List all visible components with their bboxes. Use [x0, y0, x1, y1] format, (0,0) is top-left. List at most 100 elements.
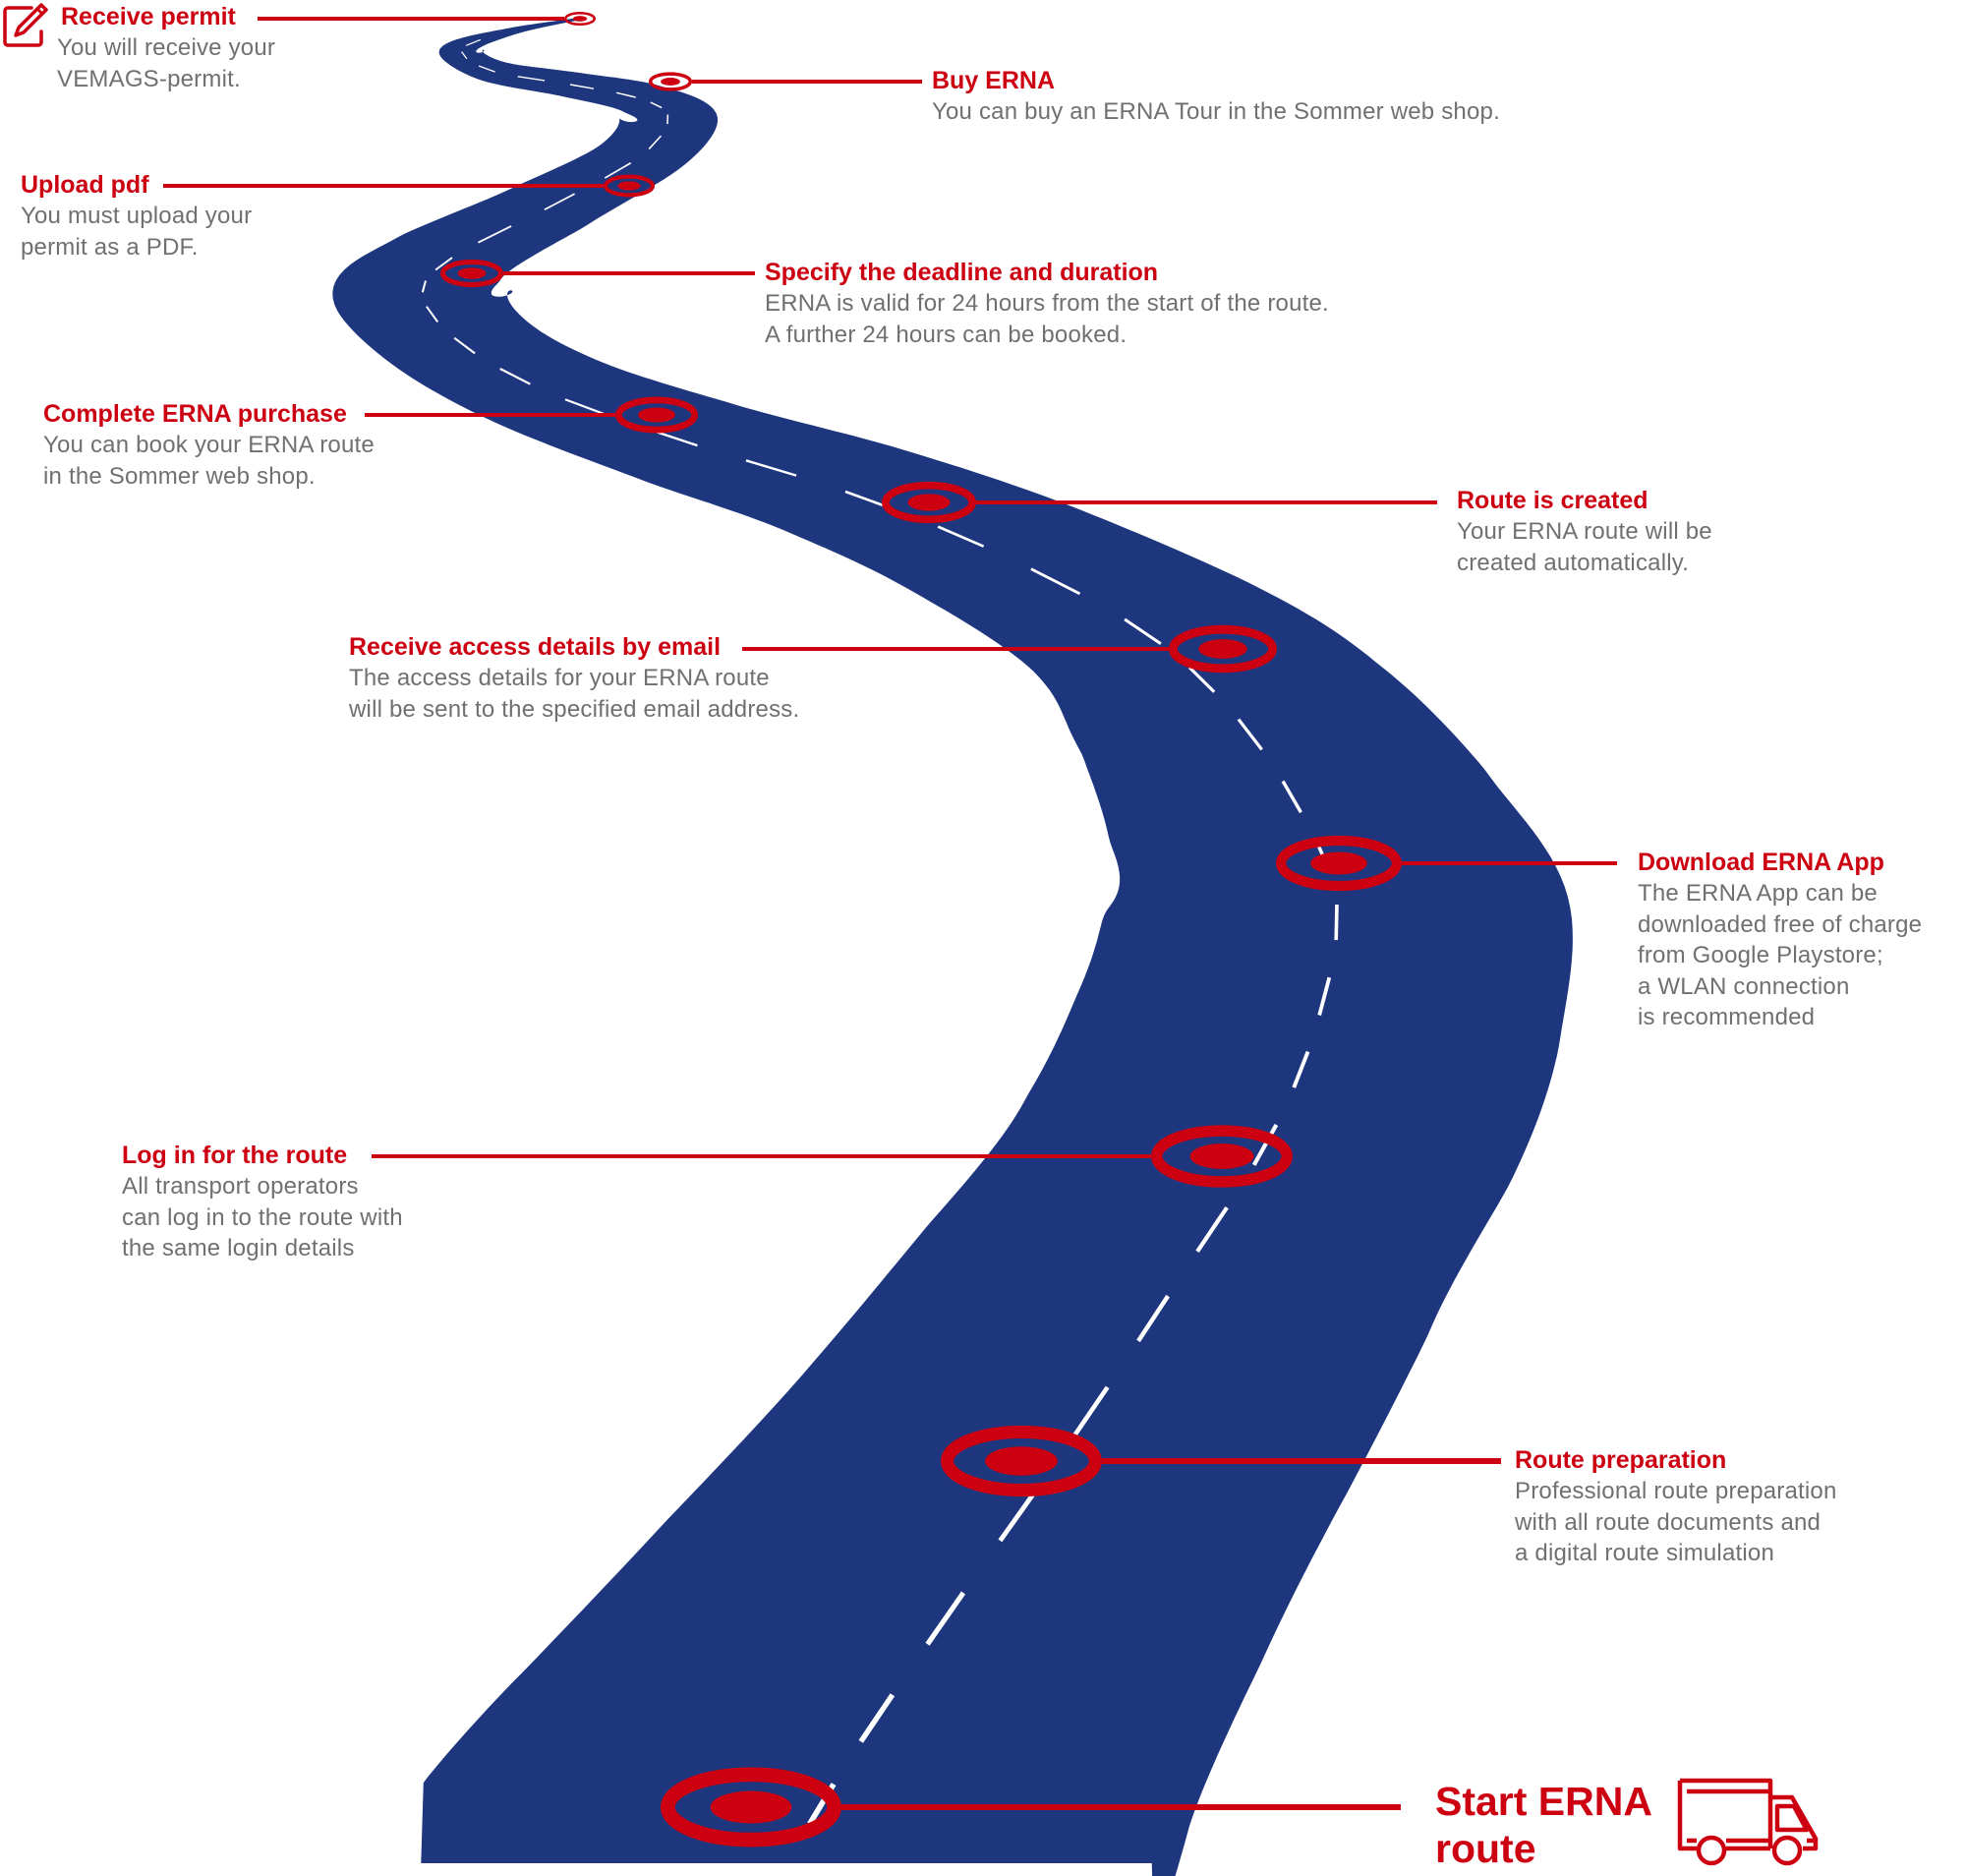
marker-dot	[1189, 1143, 1254, 1169]
step-description: Your ERNA route will be created automati…	[1457, 518, 1712, 576]
delivery-truck-icon	[1677, 1778, 1819, 1866]
step-description: You can buy an ERNA Tour in the Sommer w…	[932, 98, 1500, 125]
step-description: ERNA is valid for 24 hours from the star…	[765, 290, 1329, 348]
step-title: Buy ERNA	[932, 67, 1056, 94]
lane-dash	[648, 135, 663, 150]
lane-dash	[478, 65, 495, 73]
step-start-route: Start ERNA route	[1435, 1778, 1652, 1872]
final-title-line-1: Start ERNA	[1435, 1779, 1652, 1824]
lane-dash	[1292, 1050, 1310, 1088]
lane-markings	[421, 38, 1339, 1826]
lane-dash	[604, 162, 632, 179]
waypoint-marker-specify-deadline	[439, 259, 503, 288]
road-shape	[332, 18, 1573, 1876]
step-title: Receive permit	[61, 3, 236, 30]
marker-ring	[604, 174, 656, 198]
lane-dash	[1195, 1205, 1229, 1254]
lane-dash	[1251, 1124, 1279, 1166]
marker-ring	[882, 481, 977, 524]
step-upload-pdf: Upload pdf You must upload your permit a…	[21, 170, 252, 263]
step-title: Complete ERNA purchase	[43, 400, 347, 428]
lane-dash	[465, 38, 481, 46]
lane-dash	[426, 306, 439, 323]
step-download-app: Download ERNA App The ERNA App can be do…	[1638, 848, 1922, 1033]
step-buy-erna: Buy ERNA You can buy an ERNA Tour in the…	[932, 66, 1500, 128]
lane-dash	[650, 101, 663, 109]
step-title: Upload pdf	[21, 171, 149, 199]
lane-dash	[925, 1591, 966, 1646]
lane-dash	[434, 257, 453, 271]
step-title: Specify the deadline and duration	[765, 259, 1159, 286]
waypoint-marker-complete-purchase	[614, 396, 698, 434]
lane-dash	[858, 1693, 896, 1743]
step-description: The access details for your ERNA route w…	[349, 665, 800, 723]
lane-dash	[499, 368, 531, 385]
waypoint-marker-route-preparation	[940, 1425, 1103, 1497]
lane-dash	[421, 280, 428, 293]
waypoint-marker-upload-pdf	[604, 174, 656, 198]
pencil-edit-icon	[3, 3, 48, 47]
lane-dash	[1124, 617, 1162, 645]
lane-dash	[1317, 976, 1332, 1016]
step-description: All transport operators can log in to th…	[122, 1173, 403, 1261]
marker-ring	[940, 1425, 1103, 1497]
step-receive-permit: Receive permit You will receive your VEM…	[57, 2, 275, 94]
lane-dash	[937, 525, 985, 548]
marker-ring	[649, 72, 693, 91]
marker-dot	[661, 78, 680, 86]
step-description: Professional route preparation with all …	[1515, 1478, 1837, 1566]
waypoint-marker-download-app	[1275, 835, 1402, 892]
lane-dash	[1187, 666, 1216, 693]
lane-dash	[615, 91, 636, 98]
step-title: Download ERNA App	[1638, 849, 1884, 876]
marker-dot	[638, 407, 675, 423]
step-description: The ERNA App can be downloaded free of c…	[1638, 880, 1923, 1030]
marker-dot	[710, 1790, 792, 1824]
lane-dash	[1237, 718, 1263, 751]
lane-dash	[453, 336, 476, 355]
waypoint-marker-log-in	[1151, 1125, 1294, 1188]
waypoint-marker-start-route	[660, 1767, 841, 1847]
lane-dash	[569, 84, 595, 89]
marker-dot	[617, 181, 641, 191]
step-title: Log in for the route	[122, 1142, 348, 1169]
road-surface	[332, 18, 1573, 1876]
step-route-created: Route is created Your ERNA route will be…	[1457, 486, 1712, 578]
lane-dash	[1030, 567, 1081, 596]
marker-ring	[564, 11, 597, 27]
marker-ring	[1169, 624, 1278, 674]
lane-dash	[478, 225, 512, 244]
step-title: Receive access details by email	[349, 633, 722, 661]
marker-ring	[614, 396, 698, 434]
step-description: You will receive your VEMAGS-permit.	[57, 34, 276, 92]
waypoint-marker-receive-access	[1169, 624, 1278, 674]
step-description: You can book your ERNA route in the Somm…	[43, 432, 375, 490]
marker-ring	[1275, 835, 1402, 892]
leader-lines	[163, 17, 1617, 1810]
waypoint-marker-route-created	[882, 481, 977, 524]
step-title: Route preparation	[1515, 1446, 1727, 1474]
lane-dash	[544, 193, 576, 210]
lane-dash	[745, 459, 797, 477]
lane-dash	[564, 398, 607, 416]
marker-dot	[572, 16, 588, 22]
step-receive-access: Receive access details by email The acce…	[349, 632, 799, 725]
lane-dash	[1072, 1385, 1110, 1437]
step-route-preparation: Route preparation Professional route pre…	[1515, 1445, 1837, 1569]
marker-dot	[457, 267, 487, 279]
step-specify-deadline: Specify the deadline and duration ERNA i…	[765, 258, 1329, 350]
lane-dash	[461, 51, 468, 60]
step-complete-purchase: Complete ERNA purchase You can book your…	[43, 399, 375, 492]
waypoint-markers	[439, 11, 1402, 1847]
marker-ring	[660, 1767, 841, 1847]
step-log-in: Log in for the route All transport opera…	[122, 1141, 403, 1264]
marker-ring	[1151, 1125, 1294, 1188]
marker-ring	[439, 259, 503, 288]
step-description: You must upload your permit as a PDF.	[21, 203, 253, 261]
lane-dash	[1281, 780, 1302, 814]
final-title-line-2: route	[1435, 1826, 1536, 1871]
waypoint-marker-buy-erna	[649, 72, 693, 91]
lane-dash	[517, 76, 546, 82]
marker-dot	[985, 1446, 1058, 1476]
